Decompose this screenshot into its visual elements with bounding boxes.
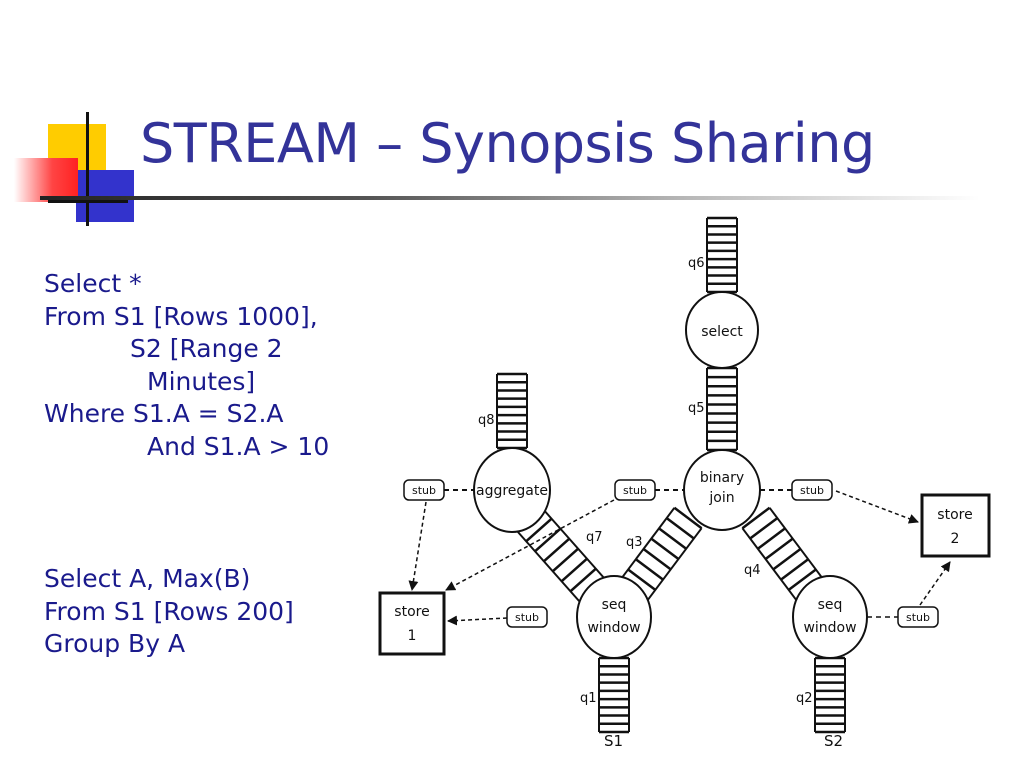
- query-1-line: Where S1.A = S2.A: [44, 399, 284, 428]
- stub-label: stub: [412, 484, 436, 497]
- query-2-line: Group By A: [44, 629, 186, 658]
- aggregate-operator: aggregate: [473, 447, 551, 533]
- stub-join-right: stub: [791, 479, 833, 501]
- stub-label: stub: [515, 611, 539, 624]
- binary-join-operator: binary join: [683, 449, 761, 531]
- query-1: Select * From S1 [Rows 1000], S2 [Range …: [44, 268, 329, 463]
- store-arrows: [408, 490, 951, 626]
- queue-label-q4: q4: [744, 563, 761, 578]
- seq-window-right-operator: seq window: [792, 575, 868, 659]
- store-1-label: 1: [408, 628, 417, 644]
- store-2: store 2: [920, 493, 991, 558]
- stub-seq-left: stub: [506, 606, 548, 628]
- query-1-line: Select *: [44, 269, 142, 298]
- queue-q5: [706, 366, 738, 452]
- select-operator: select: [685, 291, 759, 369]
- queue-label-q7: q7: [586, 530, 603, 545]
- stream-labels: S1 S2: [604, 732, 843, 750]
- store-1-label: store: [394, 604, 429, 620]
- stub-label: stub: [623, 484, 647, 497]
- queue-label-q8: q8: [478, 413, 495, 428]
- query-2-line: Select A, Max(B): [44, 564, 251, 593]
- seq-window-left-label: window: [587, 620, 640, 636]
- binary-join-label: join: [708, 490, 734, 506]
- stream-label-s2: S2: [824, 732, 843, 750]
- select-label: select: [701, 324, 743, 340]
- query-1-line: S2 [Range 2: [130, 334, 283, 363]
- queue-q8: [496, 372, 528, 450]
- deco-red-square: [14, 158, 78, 202]
- query-1-line: Minutes]: [147, 366, 256, 396]
- seq-window-left-label: seq: [602, 597, 627, 613]
- deco-vertical-line: [86, 112, 89, 226]
- stub-aggregate: stub: [403, 479, 445, 501]
- query-plan-diagram: select binary join aggregate seq window …: [378, 216, 991, 750]
- aggregate-label: aggregate: [476, 483, 548, 499]
- queue-label-q6: q6: [688, 256, 705, 271]
- query-2-line: From S1 [Rows 200]: [44, 596, 294, 626]
- queue-label-q3: q3: [626, 535, 643, 550]
- seq-window-right-label: seq: [818, 597, 843, 613]
- queue-ladders: [496, 216, 846, 734]
- stub-label: stub: [800, 484, 824, 497]
- store-2-label: store: [937, 507, 972, 523]
- stub-seq-right: stub: [897, 606, 939, 628]
- stream-label-s1: S1: [604, 732, 623, 750]
- stub-label: stub: [906, 611, 930, 624]
- seq-window-right-label: window: [803, 620, 856, 636]
- queue-q6: [706, 216, 738, 294]
- binary-join-label: binary: [700, 470, 744, 486]
- query-2: Select A, Max(B) From S1 [Rows 200] Grou…: [44, 563, 294, 661]
- queue-q2: [814, 656, 846, 734]
- queue-label-q2: q2: [796, 691, 813, 706]
- seq-window-left-operator: seq window: [576, 575, 652, 659]
- queue-q1: [598, 656, 630, 734]
- query-1-line: From S1 [Rows 1000],: [44, 301, 318, 331]
- title-underline: [40, 196, 980, 200]
- deco-horizontal-line: [48, 200, 128, 203]
- store-2-label: 2: [951, 531, 960, 547]
- slide-title: STREAM – Synopsis Sharing: [140, 112, 875, 175]
- stub-join-left: stub: [614, 479, 656, 501]
- queue-label-q1: q1: [580, 691, 597, 706]
- query-1-line: And S1.A > 10: [147, 431, 330, 461]
- store-1: store 1: [378, 591, 446, 656]
- queue-label-q5: q5: [688, 401, 705, 416]
- queue-labels: q6 q5 q8 q7 q3 q4 q1 q2: [478, 256, 813, 706]
